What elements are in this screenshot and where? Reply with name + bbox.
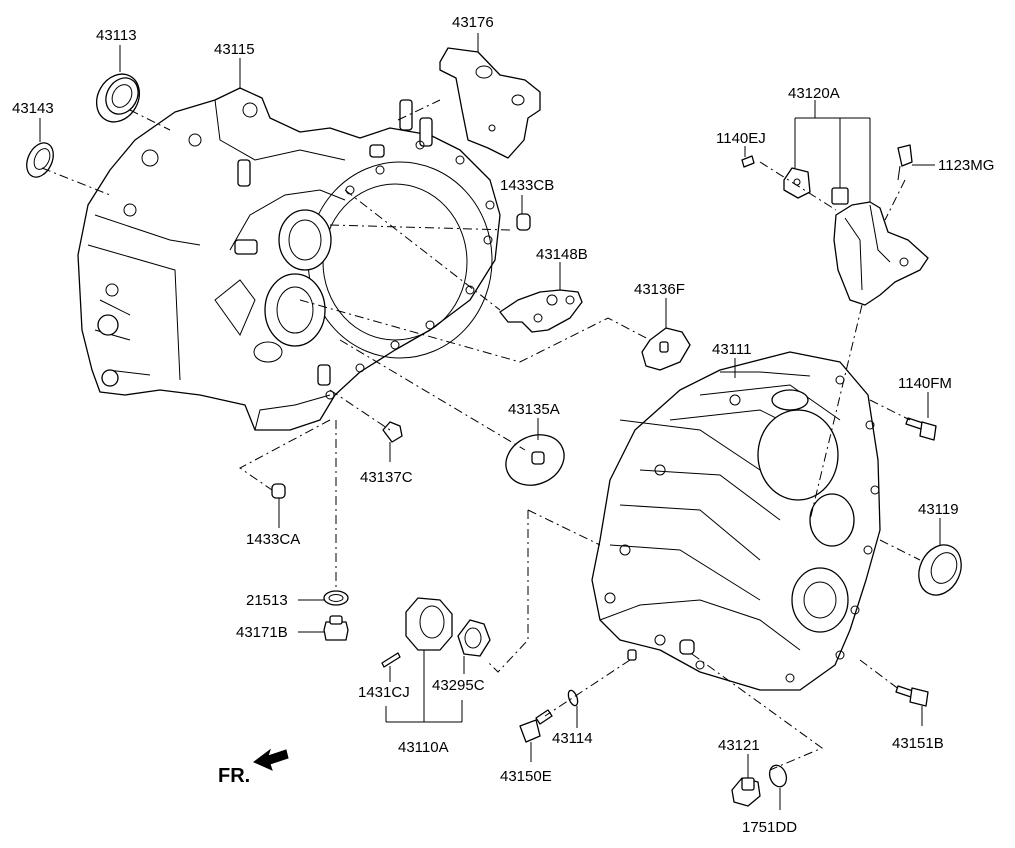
label-43151B: 43151B — [892, 735, 944, 752]
gasket-1751DD — [768, 764, 788, 788]
label-43150E: 43150E — [500, 768, 552, 785]
oil-seal-43143 — [26, 142, 54, 178]
part-labels: 43113 43115 43176 43143 43120A 1140EJ 11… — [12, 14, 994, 836]
washer-43114 — [567, 689, 579, 707]
plate-43148B — [499, 289, 583, 333]
front-label: FR. — [218, 765, 250, 787]
label-43143: 43143 — [12, 100, 54, 117]
label-1431CJ: 1431CJ — [358, 684, 410, 701]
oil-seal-43113 — [95, 73, 141, 123]
clip-43137C — [382, 421, 403, 443]
label-21513: 21513 — [246, 592, 288, 609]
label-43136F: 43136F — [634, 281, 685, 298]
label-1751DD: 1751DD — [742, 819, 797, 836]
plate-43135A — [505, 434, 565, 486]
plug-43171B — [323, 615, 349, 641]
label-43137C: 43137C — [360, 469, 413, 486]
dowel-pin-1433CB — [516, 213, 531, 231]
front-direction-arrow-icon — [253, 748, 289, 771]
label-43148B: 43148B — [536, 246, 588, 263]
label-1123MG: 1123MG — [938, 157, 994, 174]
front-direction-marker: FR. — [218, 748, 289, 787]
washer-21513 — [323, 590, 349, 606]
label-43113: 43113 — [96, 27, 137, 44]
label-43111: 43111 — [712, 341, 752, 358]
transaxle-case — [77, 87, 501, 431]
label-43295C: 43295C — [432, 677, 485, 694]
label-43171B: 43171B — [236, 624, 288, 641]
label-43114: 43114 — [552, 730, 593, 747]
label-1433CA: 1433CA — [246, 531, 300, 548]
clutch-housing — [591, 351, 881, 691]
label-43120A: 43120A — [788, 85, 840, 102]
bracket-43176 — [439, 47, 541, 159]
label-1433CB: 1433CB — [500, 177, 554, 194]
leader-lines — [39, 33, 941, 810]
label-43115: 43115 — [214, 41, 255, 58]
pin-1431CJ — [381, 652, 401, 668]
oil-seal-43119 — [918, 544, 962, 596]
label-43135A: 43135A — [508, 401, 560, 418]
assembly-lines — [41, 99, 921, 771]
bolt-43151B — [895, 685, 929, 707]
bearing-housing-43110A — [405, 597, 453, 651]
label-43119: 43119 — [918, 501, 959, 518]
dowel-pin-1433CA — [271, 483, 286, 499]
plug-43121 — [731, 777, 761, 807]
bracket-43120A — [741, 144, 929, 306]
label-1140FM: 1140FM — [898, 375, 952, 392]
roller-bearing-43295C — [457, 619, 491, 657]
bolt-1140FM — [905, 417, 937, 441]
label-43110A: 43110A — [398, 739, 449, 756]
label-1140EJ: 1140EJ — [716, 130, 766, 147]
label-43121: 43121 — [718, 737, 760, 754]
label-43176: 43176 — [452, 14, 494, 31]
plate-43136F — [641, 327, 691, 371]
